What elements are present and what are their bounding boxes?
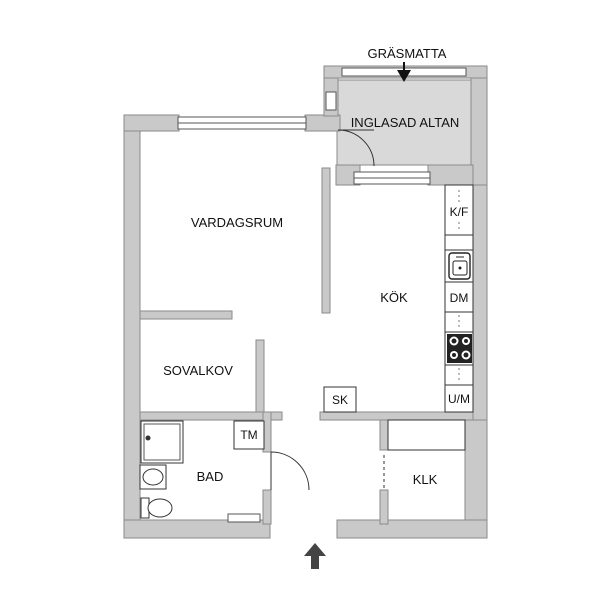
kitchen-counter bbox=[444, 184, 474, 413]
label-klk: KLK bbox=[413, 472, 438, 487]
sink-icon bbox=[448, 252, 471, 280]
entrance-arrow-icon bbox=[304, 543, 326, 569]
label-vardagsrum: VARDAGSRUM bbox=[191, 215, 283, 230]
label-sovalkov: SOVALKOV bbox=[163, 363, 233, 378]
doors bbox=[270, 129, 385, 491]
klk-shelf bbox=[387, 419, 466, 451]
walls bbox=[123, 65, 488, 539]
label-kok: KÖK bbox=[380, 290, 408, 305]
stove-icon bbox=[447, 334, 472, 363]
label-kf: K/F bbox=[450, 205, 469, 219]
altan-floor bbox=[336, 79, 473, 166]
tm-box bbox=[233, 420, 265, 450]
toilet-icon bbox=[140, 497, 173, 519]
sk-box bbox=[323, 386, 357, 413]
label-tm: TM bbox=[240, 428, 257, 442]
bathroom-sink-icon bbox=[139, 464, 167, 490]
label-bad: BAD bbox=[197, 469, 224, 484]
shower-icon bbox=[140, 420, 184, 464]
windows bbox=[177, 91, 431, 523]
label-sk: SK bbox=[332, 393, 348, 407]
label-inglasad-altan: INGLASAD ALTAN bbox=[351, 115, 460, 130]
label-dm: DM bbox=[450, 291, 469, 305]
label-um: U/M bbox=[448, 392, 470, 406]
label-grasmatta: GRÄSMATTA bbox=[368, 46, 447, 61]
terrace-arrow-icon bbox=[397, 62, 411, 82]
